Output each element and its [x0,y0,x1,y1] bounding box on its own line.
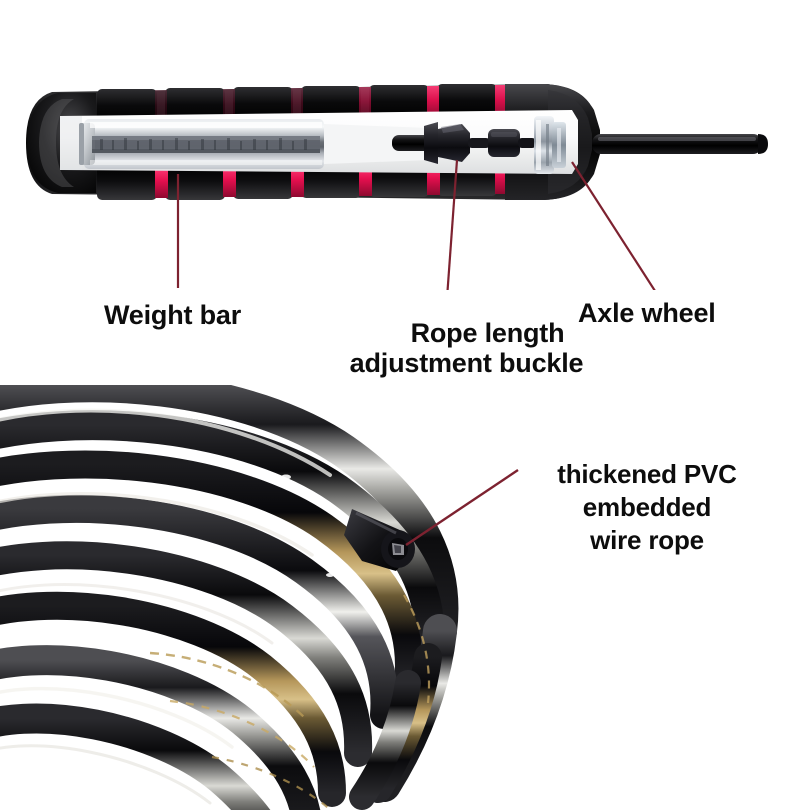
outgoing-cable [592,134,768,154]
leader-lines-bottom [405,469,519,546]
callout-label-axle-wheel: Axle wheel [578,298,716,328]
adjustment-buckle-assembly [392,122,536,164]
callout-text-buckle-line2: adjustment buckle [349,348,584,379]
handle-illustration [0,0,810,290]
weight-bar [79,119,430,169]
leader-lines-top [176,159,656,290]
rope-cut-end [344,509,415,571]
rope-coil-illustration [0,385,810,810]
leader-line-buckle [446,159,459,290]
handle-cutaway-svg [26,84,768,290]
leader-line-axle-wheel [571,161,656,290]
callout-text-pvc-line1: thickened PVC [557,459,737,489]
callout-text-buckle-line1: Rope length [410,318,565,348]
callout-label-rope-length-adjustment-buckle: Rope length adjustment buckle [350,318,620,378]
callout-label-thickened-pvc-embedded-wire-rope: thickened PVC embedded wire rope [523,458,771,557]
rope-coils [0,385,459,810]
callout-text-pvc-line3: wire rope [590,525,704,556]
grip-accent-rings-top [155,85,507,121]
axle-wheel [534,116,566,174]
callout-label-weight-bar: Weight bar [104,300,241,330]
rope-coil-svg [0,385,519,810]
callout-text-axle-wheel: Axle wheel [578,298,716,328]
callout-text-weight-bar: Weight bar [104,300,242,330]
leader-line-pvc-rope [405,469,519,546]
callout-text-pvc-line2: embedded [582,492,712,523]
grip-segments-top [97,84,553,122]
